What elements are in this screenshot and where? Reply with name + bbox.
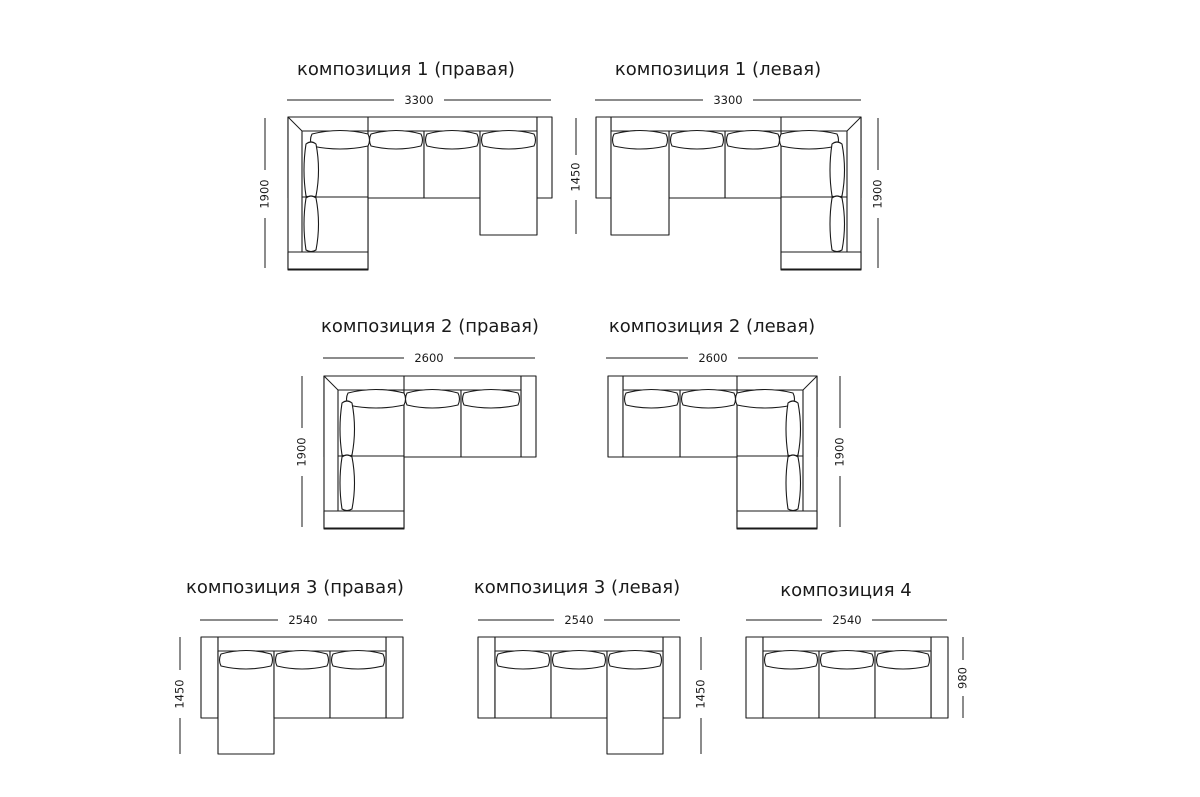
back-cushion — [734, 388, 796, 409]
back-cushion — [368, 129, 424, 150]
depth-label: 1450 — [569, 162, 583, 191]
depth-dimension-left: 1450 — [569, 118, 583, 234]
width-label: 3300 — [404, 93, 433, 107]
sofa-plan — [200, 636, 404, 755]
back-cushion — [875, 649, 931, 670]
sofa-plan — [745, 636, 949, 719]
back-cushion — [309, 129, 371, 150]
depth-dimension: 1450 — [173, 637, 187, 754]
composition-title: композиция 3 (левая) — [474, 577, 680, 598]
back-cushion — [680, 388, 737, 409]
width-dimension: 3300 — [595, 93, 861, 107]
back-cushion — [607, 649, 663, 670]
depth-dimension: 1450 — [694, 637, 708, 754]
sofa-armrest — [745, 636, 764, 719]
back-cushion — [345, 388, 407, 409]
composition-2-left: композиция 2 (левая) 2600 1900 — [606, 316, 847, 530]
sofa-armrest — [930, 636, 949, 719]
depth-label: 1450 — [694, 679, 708, 708]
corner-armrest — [323, 510, 405, 529]
width-dimension: 2600 — [606, 351, 818, 365]
back-cushion — [778, 129, 840, 150]
sofa-armrest — [520, 375, 537, 458]
width-label: 3300 — [713, 93, 742, 107]
sofa-armrest — [477, 636, 496, 719]
composition-title: композиция 2 (левая) — [609, 316, 815, 337]
depth-dimension: 1900 — [295, 376, 309, 527]
depth-dimension: 1900 — [258, 118, 272, 268]
composition-3-left: композиция 3 (левая) 2540 1450 — [474, 577, 708, 755]
back-cushion — [495, 649, 551, 670]
sofa-armrest — [607, 375, 624, 458]
composition-title: композиция 4 — [780, 580, 911, 601]
depth-label: 980 — [956, 667, 970, 689]
sofa-plan — [287, 116, 553, 271]
back-cushion — [819, 649, 875, 670]
sofa-plan — [477, 636, 681, 755]
side-cushion — [829, 141, 846, 199]
width-dimension: 2540 — [478, 613, 680, 627]
sofa-armrest — [536, 116, 553, 199]
composition-2-right: композиция 2 (правая) 2600 1900 — [295, 316, 539, 530]
back-cushion — [461, 388, 521, 409]
corner-armrest — [780, 251, 862, 270]
back-cushion — [611, 129, 669, 150]
back-cushion — [330, 649, 386, 670]
width-label: 2540 — [564, 613, 593, 627]
back-cushion — [551, 649, 607, 670]
corner-armrest — [736, 510, 818, 529]
back-cushion — [480, 129, 537, 150]
depth-label: 1900 — [258, 179, 272, 208]
width-label: 2600 — [698, 351, 727, 365]
back-cushion — [669, 129, 725, 150]
width-dimension: 2600 — [323, 351, 535, 365]
composition-title: композиция 2 (правая) — [321, 316, 539, 337]
composition-1-right: композиция 1 (правая) 3300 1900 — [258, 59, 553, 271]
side-cushion — [339, 400, 356, 458]
depth-dimension: 1900 — [833, 376, 847, 527]
composition-3-right: композиция 3 (правая) 2540 1450 — [173, 577, 404, 755]
side-cushion — [785, 454, 802, 512]
back-cushion — [274, 649, 330, 670]
width-dimension: 3300 — [287, 93, 551, 107]
back-cushion — [623, 388, 680, 409]
side-cushion — [785, 400, 802, 458]
composition-title: композиция 3 (правая) — [186, 577, 404, 598]
composition-1-left: композиция 1 (левая) 3300 1450 1900 — [569, 59, 885, 271]
width-dimension: 2540 — [200, 613, 403, 627]
depth-label: 1900 — [295, 437, 309, 466]
corner-armrest — [287, 251, 369, 270]
sofa-armrest — [385, 636, 404, 719]
width-label: 2600 — [414, 351, 443, 365]
back-cushion — [424, 129, 480, 150]
sofa-plan — [607, 375, 818, 530]
composition-title: композиция 1 (левая) — [615, 59, 821, 80]
depth-dimension: 980 — [956, 637, 970, 718]
back-cushion — [725, 129, 781, 150]
side-cushion — [339, 454, 356, 512]
depth-label: 1900 — [833, 437, 847, 466]
width-label: 2540 — [288, 613, 317, 627]
back-cushion — [763, 649, 819, 670]
side-cushion — [303, 141, 320, 199]
depth-label-2: 1900 — [871, 179, 885, 208]
depth-label: 1450 — [173, 679, 187, 708]
sofa-plan — [595, 116, 862, 271]
side-cushion — [303, 195, 320, 253]
sofa-plan — [323, 375, 537, 530]
sofa-armrest — [595, 116, 612, 199]
back-cushion — [218, 649, 274, 670]
depth-dimension-right: 1900 — [871, 118, 885, 268]
sofa-armrest — [200, 636, 219, 719]
side-cushion — [829, 195, 846, 253]
composition-4: композиция 4 2540 980 — [745, 580, 970, 719]
back-cushion — [404, 388, 461, 409]
width-dimension: 2540 — [746, 613, 947, 627]
sofa-armrest — [662, 636, 681, 719]
composition-title: композиция 1 (правая) — [297, 59, 515, 80]
width-label: 2540 — [832, 613, 861, 627]
